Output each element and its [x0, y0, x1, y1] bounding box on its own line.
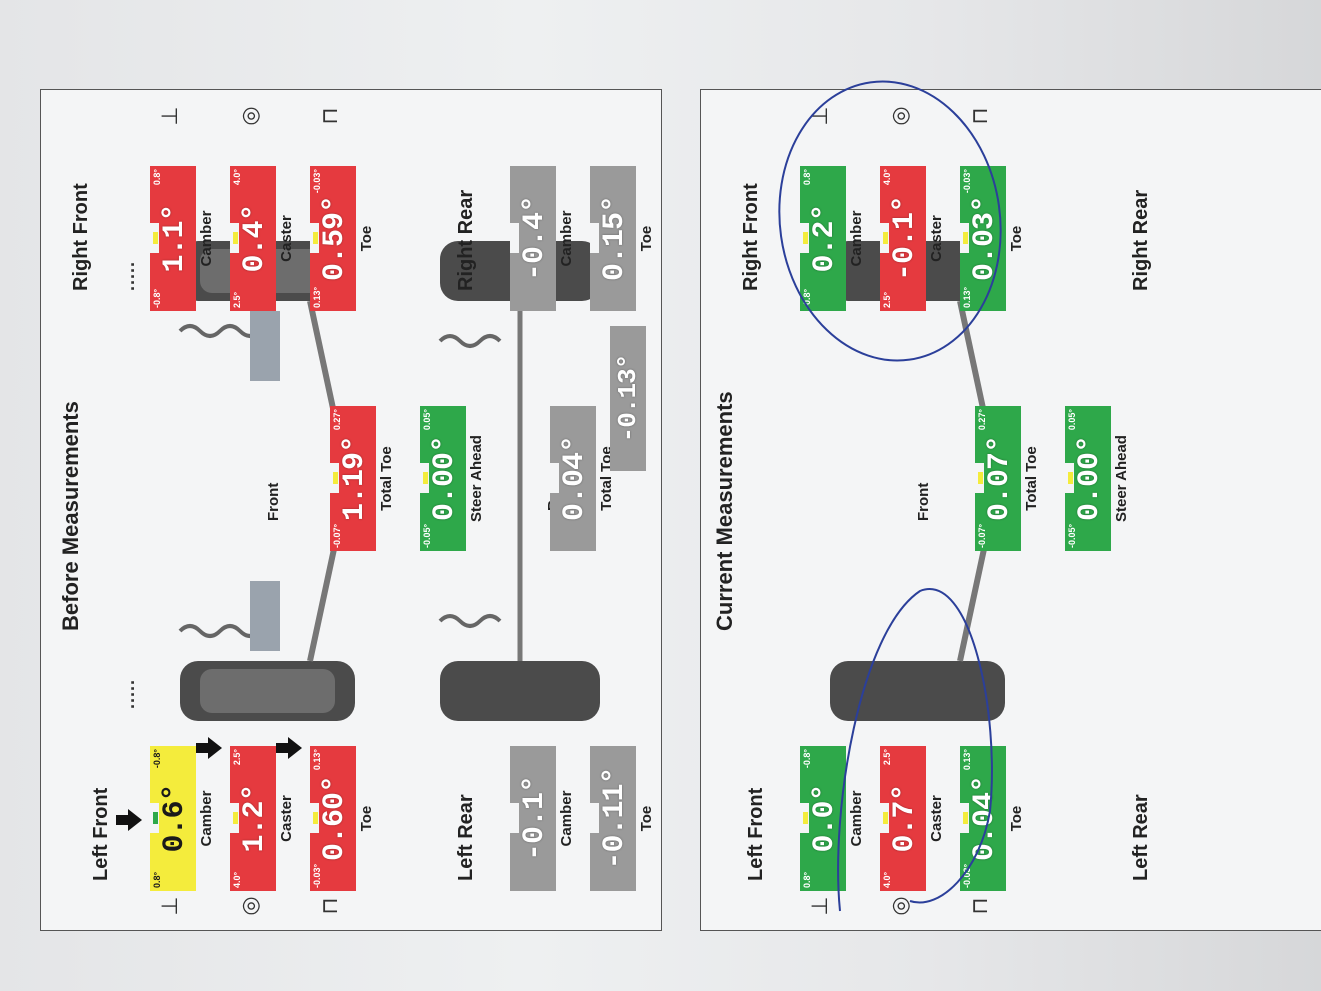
gauge-label: Toe — [358, 805, 375, 832]
gauge-value: 1.2° — [238, 784, 272, 853]
gauge-value: 0.4° — [238, 204, 272, 273]
gauge-label: Toe — [1008, 225, 1025, 252]
before-rr-toe-gauge: 0.15° Toe — [590, 166, 655, 311]
before-lr-toe-gauge: -0.11° Toe — [590, 746, 655, 891]
gauge-value: 0.07° — [983, 436, 1017, 522]
current-steer-ahead-gauge: -0.05° 0.05° 0.00° Steer Ahead — [1065, 406, 1130, 551]
caster-icon: ◎ — [887, 896, 912, 916]
current-left-rear-title: Left Rear — [1130, 794, 1152, 881]
before-left-rear-title: Left Rear — [455, 794, 477, 881]
gauge-label: Camber — [198, 210, 215, 267]
gauge-value: 0.60° — [318, 776, 352, 862]
down-arrow-icon — [288, 737, 302, 759]
before-lr-camber-gauge: -0.1° Camber — [510, 746, 575, 891]
before-steer-ahead-gauge: -0.05° 0.05° 0.00° Steer Ahead — [420, 406, 485, 551]
current-title: Current Measurements — [712, 391, 737, 631]
gauge-value: 0.00° — [428, 436, 462, 522]
gauge-value: 1.1° — [158, 204, 192, 273]
caster-icon: ◎ — [237, 106, 262, 126]
gauge-label: Camber — [558, 790, 575, 847]
camber-icon: ⊥ — [157, 106, 182, 126]
gauge-label: Steer Ahead — [1113, 435, 1130, 522]
current-lf-camber-gauge: 0.8° -0.8° 0.0° Camber — [800, 746, 865, 891]
before-lf-toe-gauge: -0.03° 0.13° 0.60° Toe — [310, 746, 375, 891]
gauge-label: Toe — [1008, 805, 1025, 832]
before-thrust-angle-gauge: -0.13° — [610, 326, 646, 471]
gauge-value: 0.03° — [968, 196, 1002, 282]
camber-icon: ⊥ — [807, 896, 832, 916]
before-front-total-toe-gauge: -0.07° 0.27° 1.19° Total Toe — [330, 406, 395, 551]
gauge-value: 0.00° — [1073, 436, 1107, 522]
before-rf-camber-gauge: -0.8° 0.8° 1.1° Camber — [150, 166, 215, 311]
wheel-marker: ..... — [118, 678, 138, 709]
before-left-front-title: Left Front — [90, 787, 112, 881]
gauge-value: 0.6° — [158, 784, 192, 853]
before-right-front-title: Right Front — [70, 183, 92, 291]
down-arrow-icon — [128, 809, 142, 831]
gauge-value: -0.1° — [518, 776, 552, 862]
gauge-value: -0.13° — [613, 354, 643, 443]
camber-icon: ⊥ — [157, 896, 182, 916]
gauge-label: Camber — [198, 790, 215, 847]
gauge-value: 0.0° — [808, 784, 842, 853]
before-front-label: Front — [265, 482, 282, 521]
gauge-value: 0.7° — [888, 784, 922, 853]
gauge-label: Camber — [848, 790, 865, 847]
gauge-value: 0.04° — [558, 436, 592, 522]
toe-icon: ⊓ — [317, 107, 342, 125]
gauge-label: Toe — [638, 225, 655, 252]
gauge-label: Caster — [278, 215, 295, 262]
current-rf-camber-gauge: -0.8° 0.8° 0.2° Camber — [800, 166, 865, 311]
caster-icon: ◎ — [237, 896, 262, 916]
gauge-label: Camber — [558, 210, 575, 267]
toe-icon: ⊓ — [317, 897, 342, 915]
gauge-label: Toe — [358, 225, 375, 252]
current-front-label: Front — [915, 482, 932, 521]
gauge-label: Camber — [848, 210, 865, 267]
gauge-label: Caster — [928, 795, 945, 842]
gauge-value: 0.2° — [808, 204, 842, 273]
current-left-front-title: Left Front — [745, 787, 767, 881]
before-lf-camber-gauge: 0.8° -0.8° 0.6° Camber — [150, 746, 215, 891]
toe-icon: ⊓ — [967, 897, 992, 915]
current-rf-toe-gauge: 0.13° -0.03° 0.03° Toe — [960, 166, 1025, 311]
before-lf-caster-gauge: 4.0° 2.5° 1.2° Caster — [230, 746, 295, 891]
gauge-label: Caster — [278, 795, 295, 842]
camber-icon: ⊥ — [807, 106, 832, 126]
before-right-rear-title: Right Rear — [455, 189, 477, 291]
gauge-value: -0.11° — [598, 767, 632, 870]
before-rear-total-toe-gauge: 0.04° Total Toe — [550, 406, 615, 551]
before-rf-toe-gauge: 0.13° -0.03° 0.59° Toe — [310, 166, 375, 311]
before-rr-camber-gauge: -0.4° Camber — [510, 166, 575, 311]
gauge-value: -0.1° — [888, 196, 922, 282]
caster-icon: ◎ — [887, 106, 912, 126]
before-title: Before Measurements — [58, 401, 83, 631]
current-front-total-toe-gauge: -0.07° 0.27° 0.07° Total Toe — [975, 406, 1040, 551]
gauge-value: 1.19° — [338, 436, 372, 522]
before-rf-caster-gauge: 2.5° 4.0° 0.4° Caster — [230, 166, 295, 311]
gauge-label: Total Toe — [378, 446, 395, 511]
down-arrow-icon — [208, 737, 222, 759]
current-lf-caster-gauge: 4.0° 2.5° 0.7° Caster — [880, 746, 945, 891]
gauge-label: Steer Ahead — [468, 435, 485, 522]
current-right-rear-title: Right Rear — [1130, 189, 1152, 291]
current-rf-caster-gauge: 2.5° 4.0° -0.1° Caster — [880, 166, 945, 311]
current-lf-toe-gauge: -0.03° 0.13° 0.04° Toe — [960, 746, 1025, 891]
gauge-label: Caster — [928, 215, 945, 262]
wheel-marker: ..... — [118, 260, 138, 291]
gauge-value: 0.04° — [968, 776, 1002, 862]
gauge-value: -0.4° — [518, 196, 552, 282]
current-right-front-title: Right Front — [740, 183, 762, 291]
gauge-value: 0.15° — [598, 196, 632, 282]
toe-icon: ⊓ — [967, 107, 992, 125]
gauge-label: Toe — [638, 805, 655, 832]
gauge-value: 0.59° — [318, 196, 352, 282]
gauge-label: Total Toe — [1023, 446, 1040, 511]
